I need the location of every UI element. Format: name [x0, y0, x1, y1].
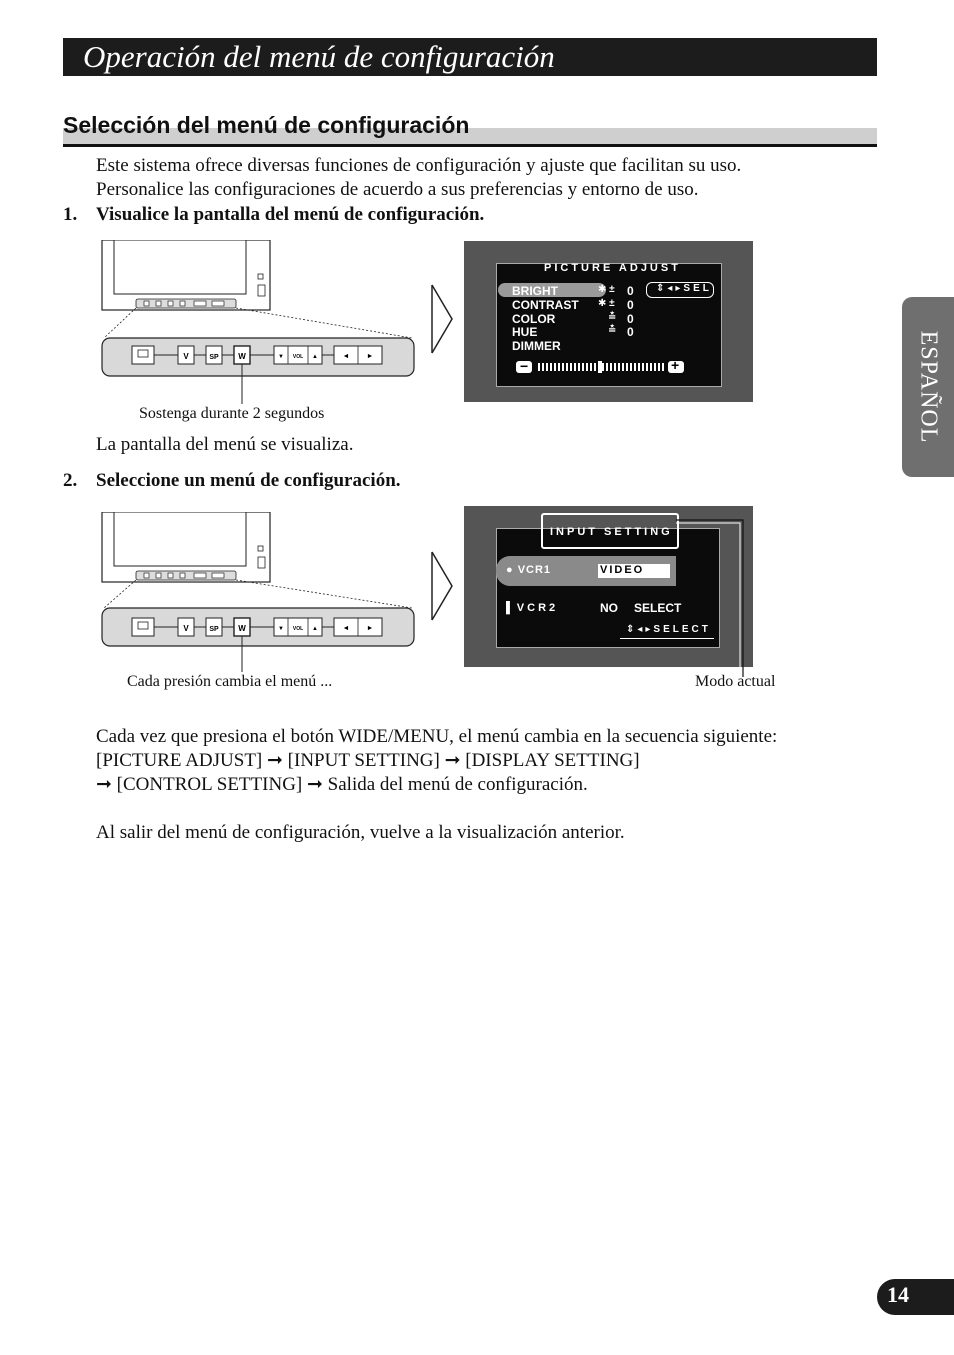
right-arrow-label: ► — [367, 352, 374, 360]
intro-line-2: Personalice las configuraciones de acuer… — [96, 179, 699, 200]
sequence-line-1: Cada vez que presiona el botón WIDE/MENU… — [96, 726, 778, 747]
osd-vcr1: ● VCR1 — [506, 564, 552, 576]
section-heading: Selección del menú de configuración — [63, 112, 877, 147]
osd-item-contrast: CONTRAST — [512, 298, 579, 312]
w-button-label: W — [238, 624, 246, 633]
w-button-label: W — [238, 352, 246, 361]
osd-value-contrast: 0 — [627, 298, 634, 312]
page-title-bar: Operación del menú de configuración — [63, 38, 877, 76]
step-1-text: Visualice la pantalla del menú de config… — [96, 204, 485, 225]
osd-item-hue: HUE — [512, 325, 538, 339]
sun-icon: ✱ ± — [598, 284, 615, 295]
sequence-line-2: [PICTURE ADJUST] ➞ [INPUT SETTING] ➞ [DI… — [96, 750, 640, 771]
step-2-number: 2. — [63, 470, 78, 491]
page-title: Operación del menú de configuración — [83, 39, 555, 74]
step-1-number: 1. — [63, 204, 78, 225]
osd-vcr1-value: VIDEO — [600, 564, 645, 576]
language-tab-label: ESPAÑOL — [915, 330, 942, 444]
osd-vcr2-select: SELECT — [634, 601, 682, 615]
vol-label: VOL — [293, 354, 303, 360]
caption-hold: Sostenga durante 2 segundos — [139, 405, 325, 422]
caption-each-press: Cada presión cambia el menú ... — [127, 673, 333, 690]
intro-line-1: Este sistema ofrece diversas funciones d… — [96, 155, 742, 176]
osd-sel: ⇕◂▸SEL — [656, 283, 712, 294]
osd-picture-adjust: PICTURE ADJUST BRIGHT CONTRAST COLOR HUE… — [464, 241, 753, 402]
page-number: 14 — [887, 1282, 909, 1307]
vol-up-label: ▲ — [312, 354, 318, 360]
sp-button-label: SP — [209, 354, 219, 361]
language-tab: ESPAÑOL — [902, 297, 954, 477]
plus-icon: + — [671, 357, 680, 373]
vol-label: VOL — [293, 626, 303, 632]
exit-note: Al salir del menú de configuración, vuel… — [96, 822, 625, 843]
current-mode-callout — [676, 519, 744, 677]
osd-picture-title: PICTURE ADJUST — [544, 262, 681, 274]
caption-current-mode: Modo actual — [695, 673, 776, 690]
osd-input-title: INPUT SETTING — [550, 526, 673, 538]
device-illustration-2: V SP W ▼ VOL ▲ ◄ ► — [101, 512, 415, 672]
osd-value-bright: 0 — [627, 284, 634, 298]
minus-icon: − — [520, 358, 529, 374]
page-number-badge: 14 — [877, 1279, 954, 1315]
left-arrow-label: ◄ — [343, 352, 350, 360]
right-arrow-label: ► — [367, 624, 374, 632]
next-arrow-icon — [431, 551, 453, 621]
step-1: 1. Visualice la pantalla del menú de conf… — [63, 204, 484, 226]
color-icon: ≛ — [608, 312, 617, 323]
osd-select: ⇕◂▸SELECT — [626, 624, 711, 635]
step-1-result: La pantalla del menú se visualiza. — [96, 434, 354, 455]
current-mode-highlight — [541, 513, 679, 549]
step-2: 2. Seleccione un menú de configuración. — [63, 470, 401, 492]
left-arrow-label: ◄ — [343, 624, 350, 632]
section-heading-text: Selección del menú de configuración — [63, 112, 470, 138]
vol-down-label: ▼ — [278, 626, 284, 632]
sp-button-label: SP — [209, 626, 219, 633]
v-button-label: V — [183, 624, 189, 633]
osd-value-hue: 0 — [627, 325, 634, 339]
osd-input-setting: INPUT SETTING ● VCR1 VIDEO ▌VCR2 NO SELE… — [464, 506, 753, 667]
vol-down-label: ▼ — [278, 354, 284, 360]
v-button-label: V — [183, 352, 189, 361]
osd-vcr2: ▌VCR2 — [506, 602, 559, 614]
osd-item-dimmer: DIMMER — [512, 339, 561, 353]
next-arrow-icon — [431, 284, 453, 354]
device-illustration-1: V SP W ▼ VOL ▲ ◄ ► — [101, 240, 415, 404]
osd-item-color: COLOR — [512, 312, 556, 326]
osd-vcr2-value: NO — [600, 601, 618, 615]
contrast-icon: ✱ ± — [598, 298, 615, 309]
step-2-text: Seleccione un menú de configuración. — [96, 470, 401, 491]
vol-up-label: ▲ — [312, 626, 318, 632]
hue-icon: ≛ — [608, 325, 617, 336]
osd-item-bright: BRIGHT — [512, 284, 558, 298]
osd-value-color: 0 — [627, 312, 634, 326]
sequence-line-3: ➞ [CONTROL SETTING] ➞ Salida del menú de… — [96, 774, 588, 795]
